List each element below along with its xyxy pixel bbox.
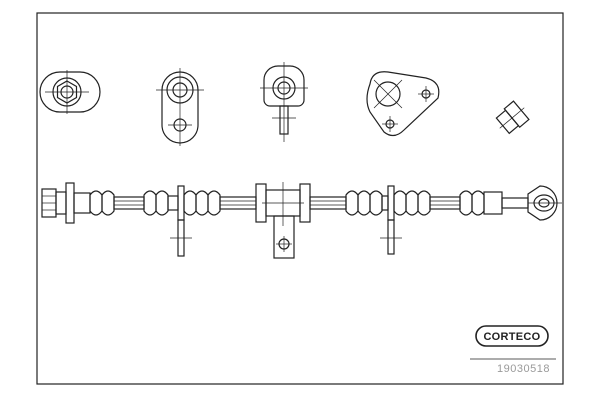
triangular-flange-icon <box>366 71 440 137</box>
sleeve-nut-icon <box>495 100 530 135</box>
brand-logo-text: CORTECO <box>483 331 540 343</box>
brake-hose-icon <box>41 182 562 259</box>
corteco-logo: CORTECO <box>475 325 549 347</box>
two-hole-bracket-icon <box>156 68 204 146</box>
drawing-frame <box>36 12 564 385</box>
banjo-fitting-icon <box>39 70 101 114</box>
u-clip-bracket-icon <box>260 62 308 142</box>
part-number: 19030518 <box>497 363 550 375</box>
